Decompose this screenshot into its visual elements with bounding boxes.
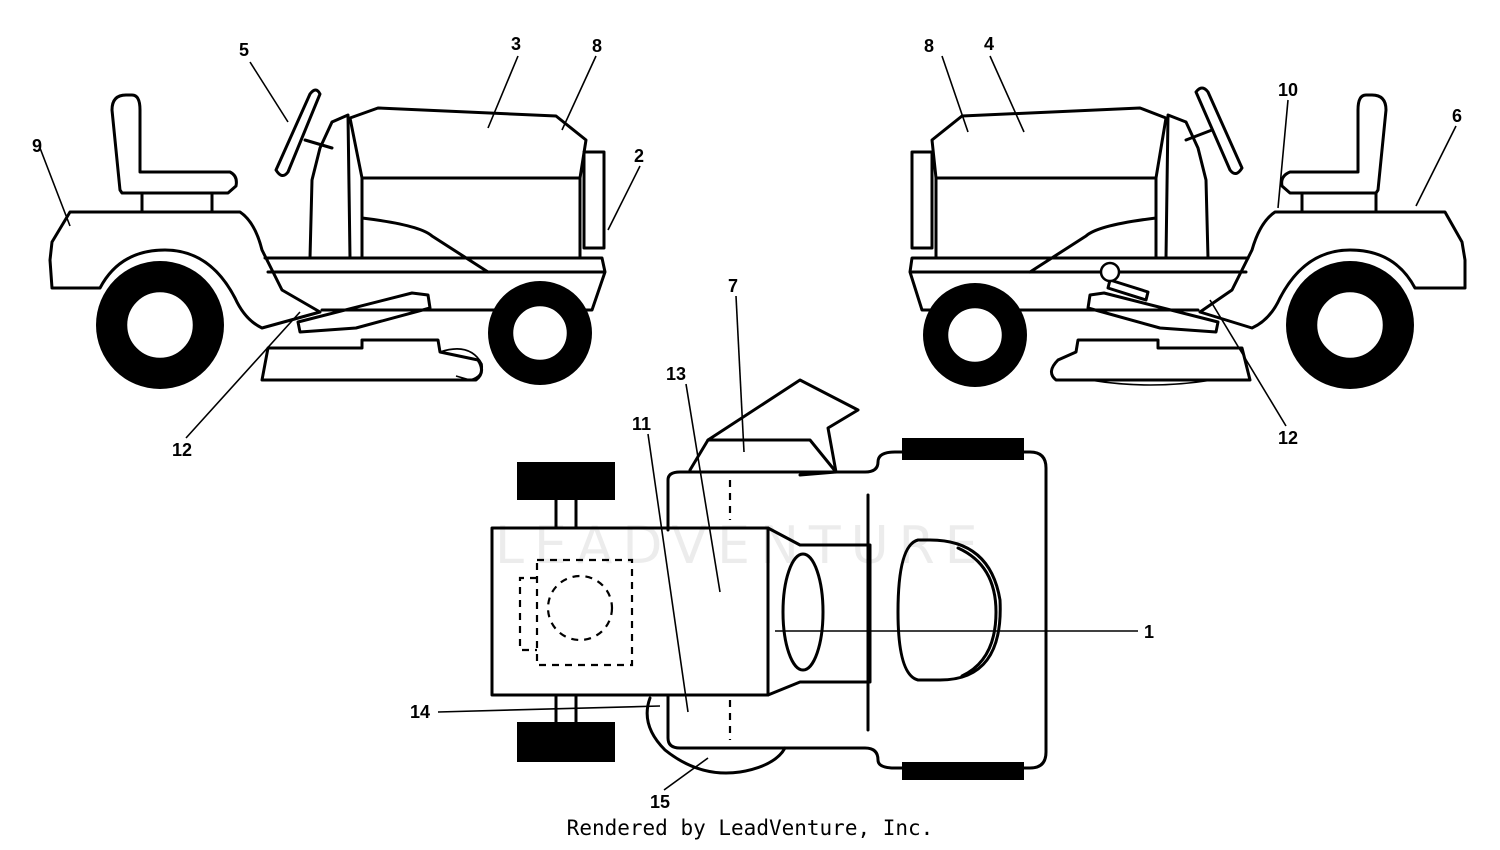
callout-9: 9 [32,136,42,156]
footer-credit: Rendered by LeadVenture, Inc. [566,816,934,840]
callout-5: 5 [239,40,249,60]
callout-12-left: 12 [172,440,192,460]
callout-8-left: 8 [592,36,602,56]
tractor-left-side-view [48,88,607,389]
callout-leader-lines [39,55,1457,791]
callout-3: 3 [511,34,521,54]
tractor-right-side-view [908,86,1467,389]
callout-7: 7 [728,276,738,296]
callout-numbers: 5 3 8 2 9 12 8 4 10 6 12 7 13 11 1 14 15 [32,34,1462,812]
callout-11: 11 [632,414,651,434]
callout-12-right: 12 [1278,428,1298,448]
callout-1: 1 [1144,622,1154,642]
tractor-top-view [490,378,1048,780]
watermark-text: LEADVENTURE [495,516,988,576]
callout-6: 6 [1452,106,1462,126]
callout-14: 14 [410,702,430,722]
callout-13: 13 [666,364,686,384]
callout-2: 2 [634,146,644,166]
callout-10: 10 [1278,80,1298,100]
callout-8-right: 8 [924,36,934,56]
callout-15: 15 [650,792,670,812]
callout-4: 4 [984,34,994,54]
